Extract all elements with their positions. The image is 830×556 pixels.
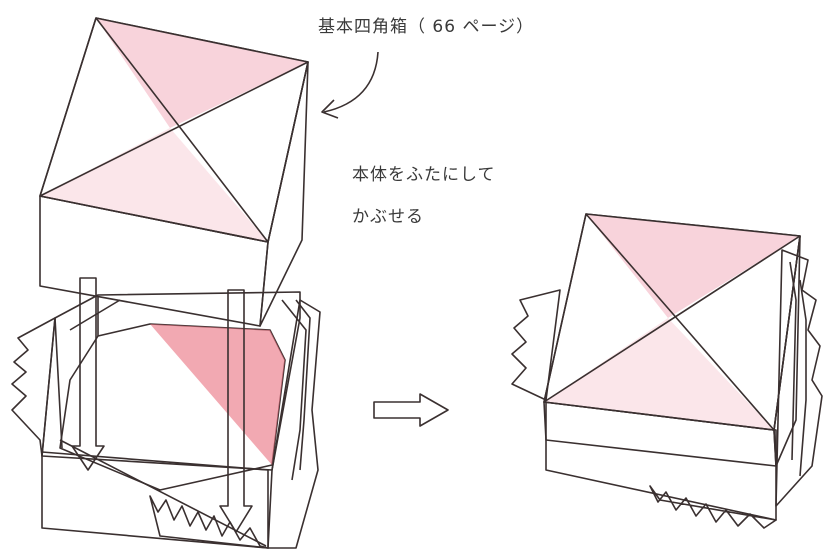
down-arrow-icon [71, 277, 105, 471]
finished-box [511, 213, 823, 529]
instruction-line-1: 本体をふたにして [352, 165, 496, 185]
down-arrow-icon [219, 289, 253, 533]
curved-arrow-icon [321, 51, 379, 119]
body-front-face [41, 451, 269, 549]
box-lid-left [39, 17, 309, 327]
body-rim [41, 291, 301, 471]
instruction-line-2: かぶせる [352, 207, 424, 227]
finished-base-zigzag [649, 485, 777, 529]
finished-pleats-right [775, 249, 823, 507]
right-arrow-icon [373, 393, 449, 427]
finished-pleats-left [511, 289, 561, 401]
reference-label: 基本四角箱（ 66 ページ） [318, 17, 535, 37]
finished-lid-right [773, 235, 801, 467]
lid-right-face [259, 61, 309, 327]
body-pleats-left [11, 317, 56, 457]
body-bottom-zigzag [149, 495, 269, 549]
box-body-left [11, 291, 321, 549]
